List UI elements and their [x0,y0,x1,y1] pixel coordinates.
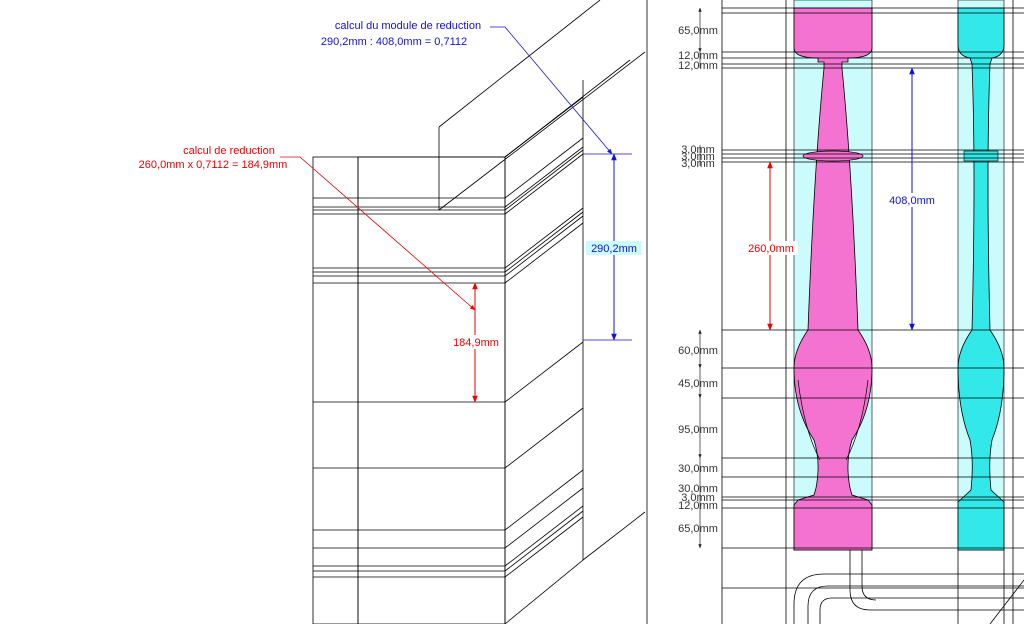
reduced-dimension: 184,9mm [449,282,503,403]
ladder-label: 95,0mm [678,424,718,436]
ladder-label: 3,0mm [681,158,715,170]
ladder-label: 65,0mm [678,25,718,37]
dim-260: 260,0mm [744,161,798,331]
ladder-label: 30,0mm [678,463,718,475]
ladder-label: 12,0mm [678,500,718,512]
module-note-line2: 290,2mm : 408,0mm = 0,7112 [321,36,467,48]
dim-260-label: 260,0mm [748,243,794,255]
left-isometric-view: 184,9mm calcul de reduction 260,0mm x 0,… [139,0,646,624]
side-moulding-lines [504,137,584,578]
module-leader [490,26,613,155]
ladder-label: 12,0mm [678,60,718,72]
dim-module-label: 290,2mm [591,243,637,255]
ladder-label: 60,0mm [678,345,718,357]
module-dimension: 290,2mm [583,153,642,341]
ladder-label: 30,0mm [678,483,718,495]
left-cyan-face [312,156,359,624]
reduction-leader [280,156,476,311]
front-moulding-lines [313,197,505,578]
ladder-label: 3,0mm [681,492,715,504]
level-lines [722,7,1024,589]
module-note-line1: calcul du module de reduction [335,20,481,32]
reduction-note-line1: calcul de reduction [183,145,275,157]
right-cyan-face [504,96,584,624]
dim-408-label: 408,0mm [889,195,935,207]
ladder-label: 12,0mm [678,50,718,62]
reduction-note-line2: 260,0mm x 0,7112 = 184,9mm [139,159,288,171]
ladder-label: 3,0mm [681,144,715,156]
right-elevation-view: 65,0mm 12,0mm 12,0mm 3,0mm 3,0mm 3,0mm 6… [678,0,1024,624]
dim-reduced-label: 184,9mm [453,337,499,349]
dim-408: 408,0mm [884,67,940,331]
dimension-ladder-labels: 65,0mm 12,0mm 12,0mm 3,0mm 3,0mm 3,0mm 6… [678,25,718,535]
ladder-label: 45,0mm [678,378,718,390]
ladder-label: 65,0mm [678,523,718,535]
ladder-label: 3,0mm [681,151,715,163]
top-receding-plane [358,0,646,561]
